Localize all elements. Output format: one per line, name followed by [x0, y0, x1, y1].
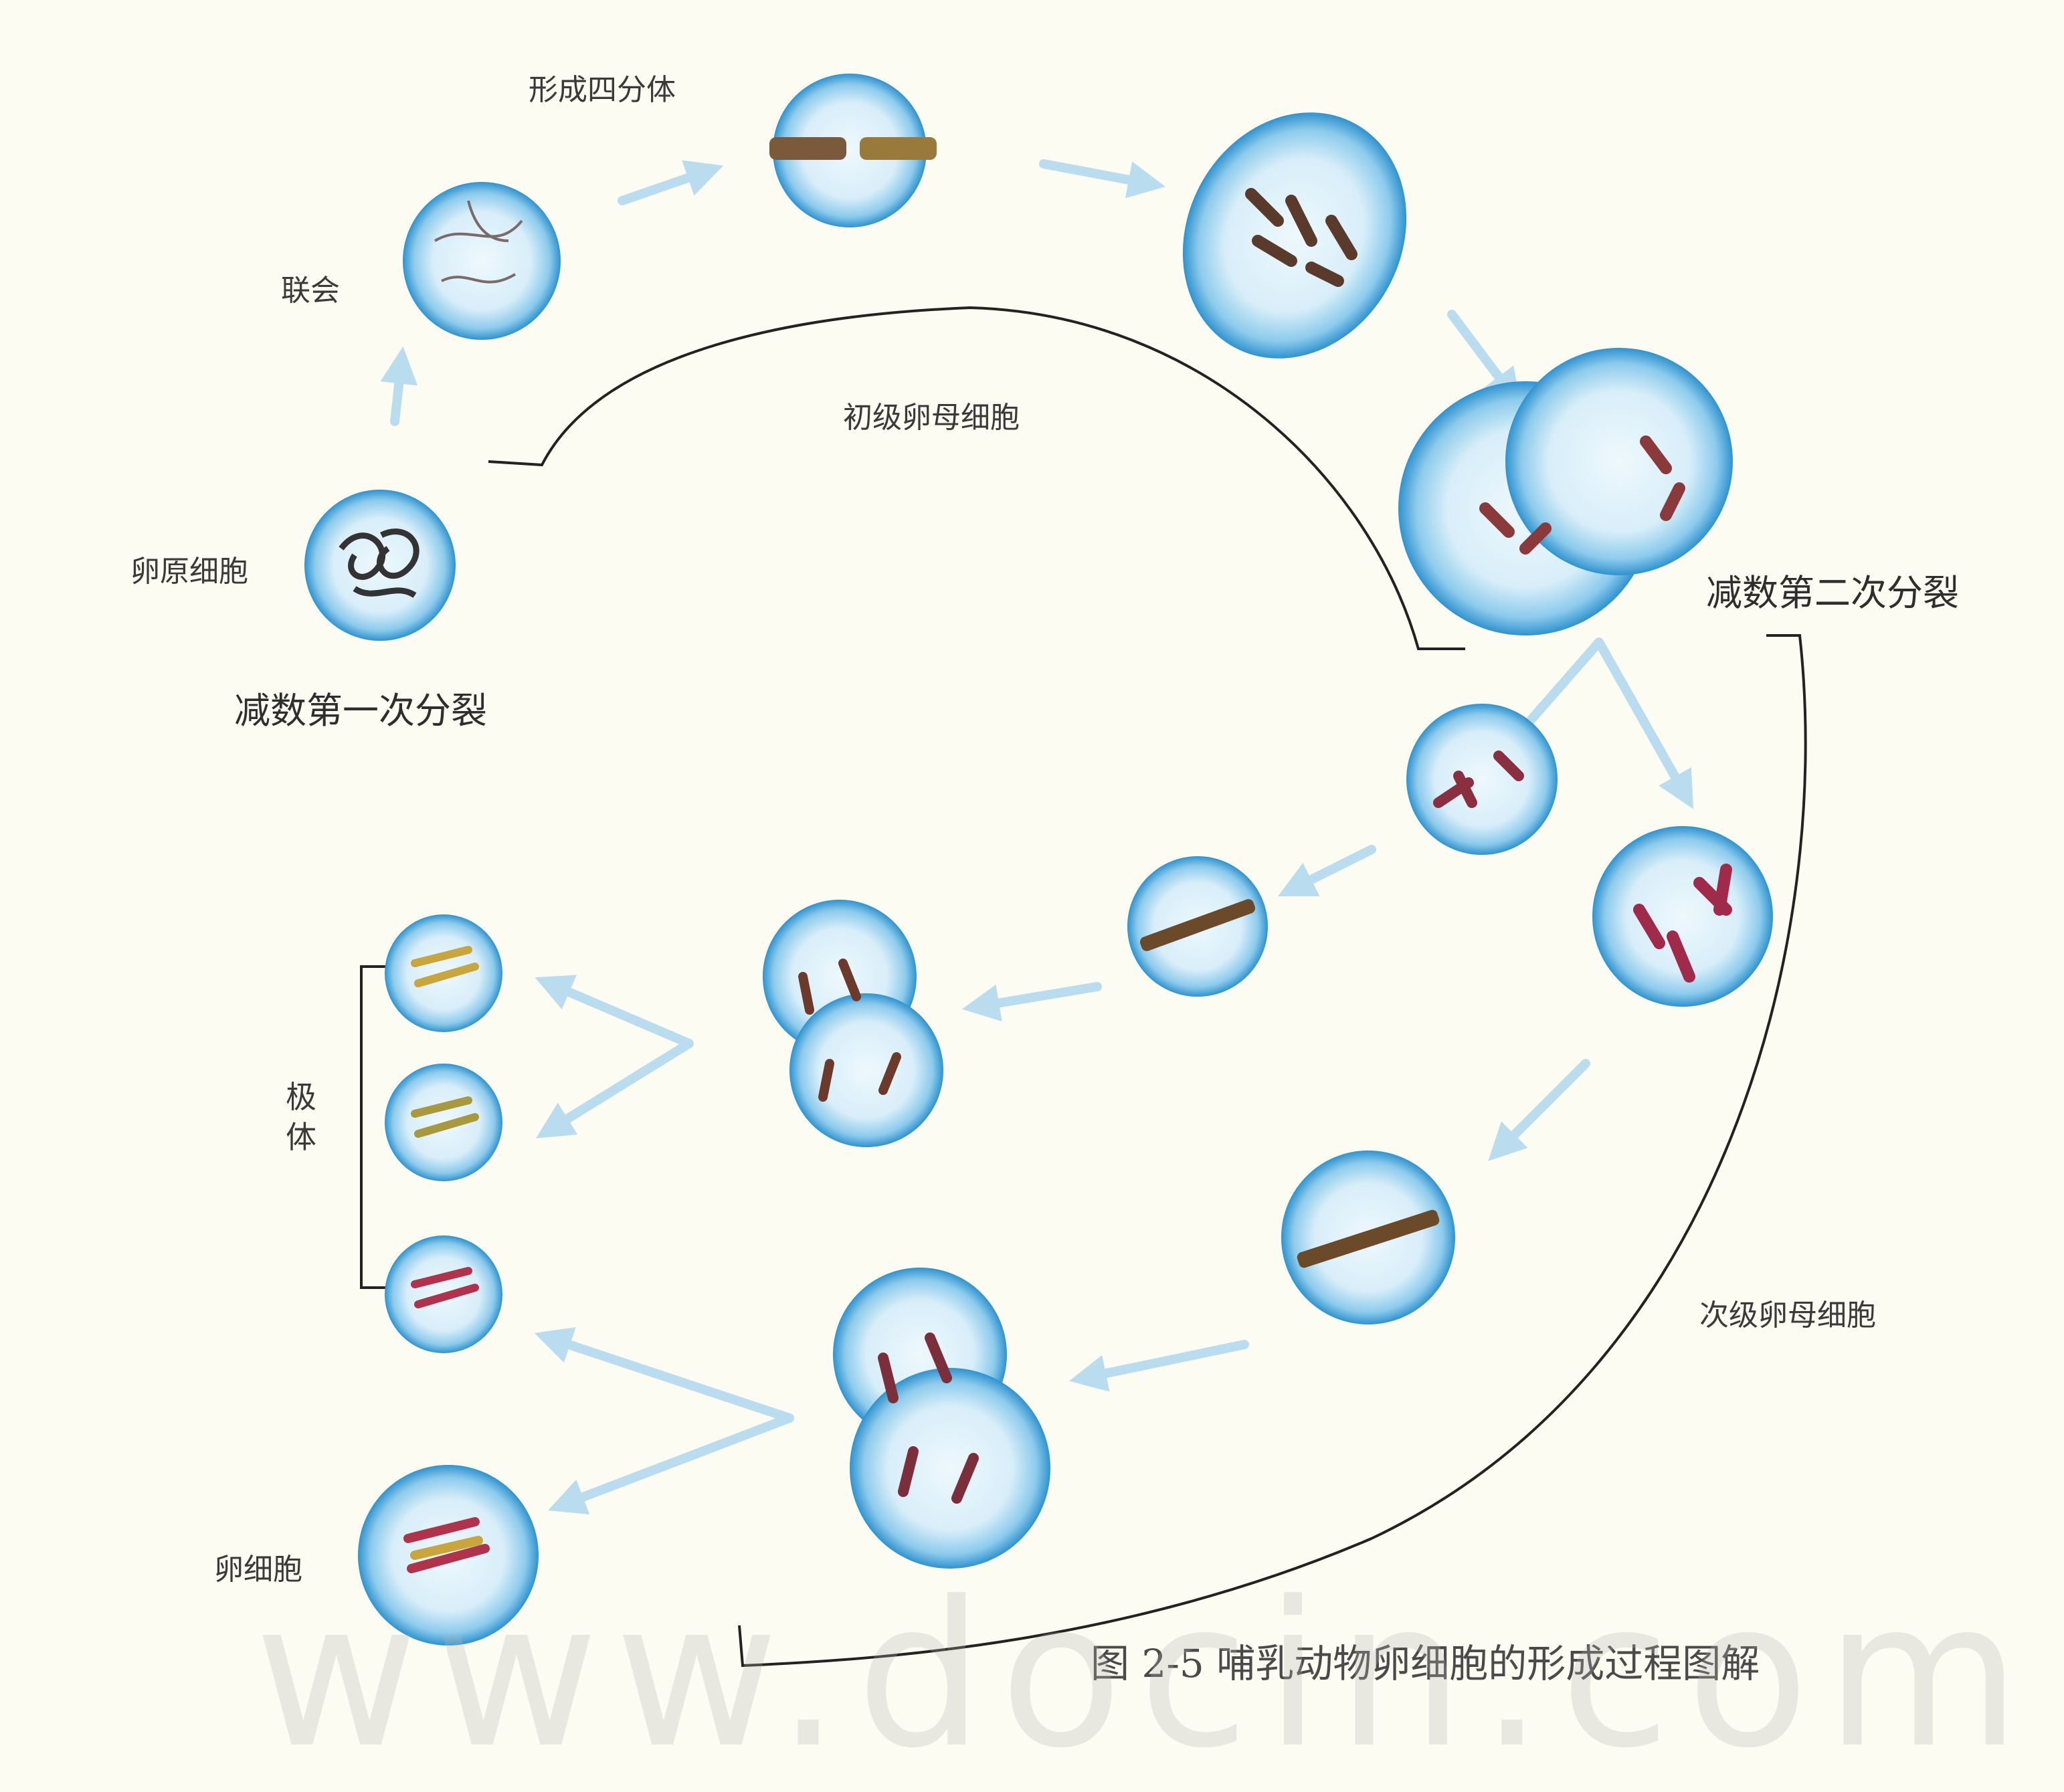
- cell-egg: [358, 1465, 539, 1646]
- cell-polar-body-3: [385, 1235, 502, 1353]
- cell-metaphase-two-lower: [1281, 1151, 1455, 1324]
- label-meiosis-one: 减数第一次分裂: [234, 690, 487, 732]
- arrow-icon: [380, 346, 418, 426]
- arrow-icon: [1447, 310, 1521, 407]
- arrow-icon: [1594, 637, 1694, 809]
- label-egg-cell: 卵细胞: [214, 1553, 302, 1587]
- cell-anaphase-one: [1398, 348, 1733, 635]
- arrow-icon: [961, 982, 1102, 1022]
- label-oogonium: 卵原细胞: [130, 555, 248, 589]
- cell-anaphase-two-upper: [763, 900, 943, 1147]
- label-tetrad-formation: 形成四分体: [529, 73, 676, 107]
- arrow-icon: [618, 160, 724, 205]
- cell-metaphase-one: [1182, 112, 1407, 359]
- primary-oocyte-arc: [488, 306, 1465, 650]
- polar-body-bracket: [360, 965, 395, 1289]
- cell-oogonium: [304, 490, 456, 641]
- arrow-icon: [1488, 1059, 1590, 1161]
- arrow-icon: [1277, 845, 1376, 897]
- cell-secondary-oocyte-large: [1592, 826, 1773, 1007]
- label-primary-oocyte: 初级卵母细胞: [843, 401, 1020, 435]
- cell-tetrad: [769, 74, 937, 227]
- cell-synapsis: [403, 182, 561, 340]
- cell-polar-body-1: [385, 914, 502, 1032]
- label-meiosis-two: 减数第二次分裂: [1706, 572, 1959, 614]
- label-polar-body: 极体: [286, 1079, 316, 1155]
- label-synapsis: 联会: [281, 274, 340, 308]
- arrow-icon: [535, 1039, 694, 1138]
- cell-metaphase-two-upper: [1127, 856, 1268, 997]
- arrow-icon: [548, 1413, 794, 1515]
- label-secondary-oocyte: 次级卵母细胞: [1699, 1298, 1876, 1332]
- cell-secondary-oocyte-small: [1406, 704, 1558, 855]
- secondary-oocyte-arc: [738, 634, 1807, 1668]
- oogenesis-diagram: [304, 74, 1807, 1668]
- arrow-icon: [1069, 1340, 1249, 1392]
- arrow-icon: [535, 975, 694, 1048]
- arrow-icon: [1039, 159, 1166, 199]
- arrow-icon: [534, 1327, 794, 1423]
- cell-polar-body-2: [385, 1064, 502, 1181]
- flow-arrows: [380, 159, 1694, 1515]
- cell-anaphase-two-lower: [833, 1268, 1050, 1569]
